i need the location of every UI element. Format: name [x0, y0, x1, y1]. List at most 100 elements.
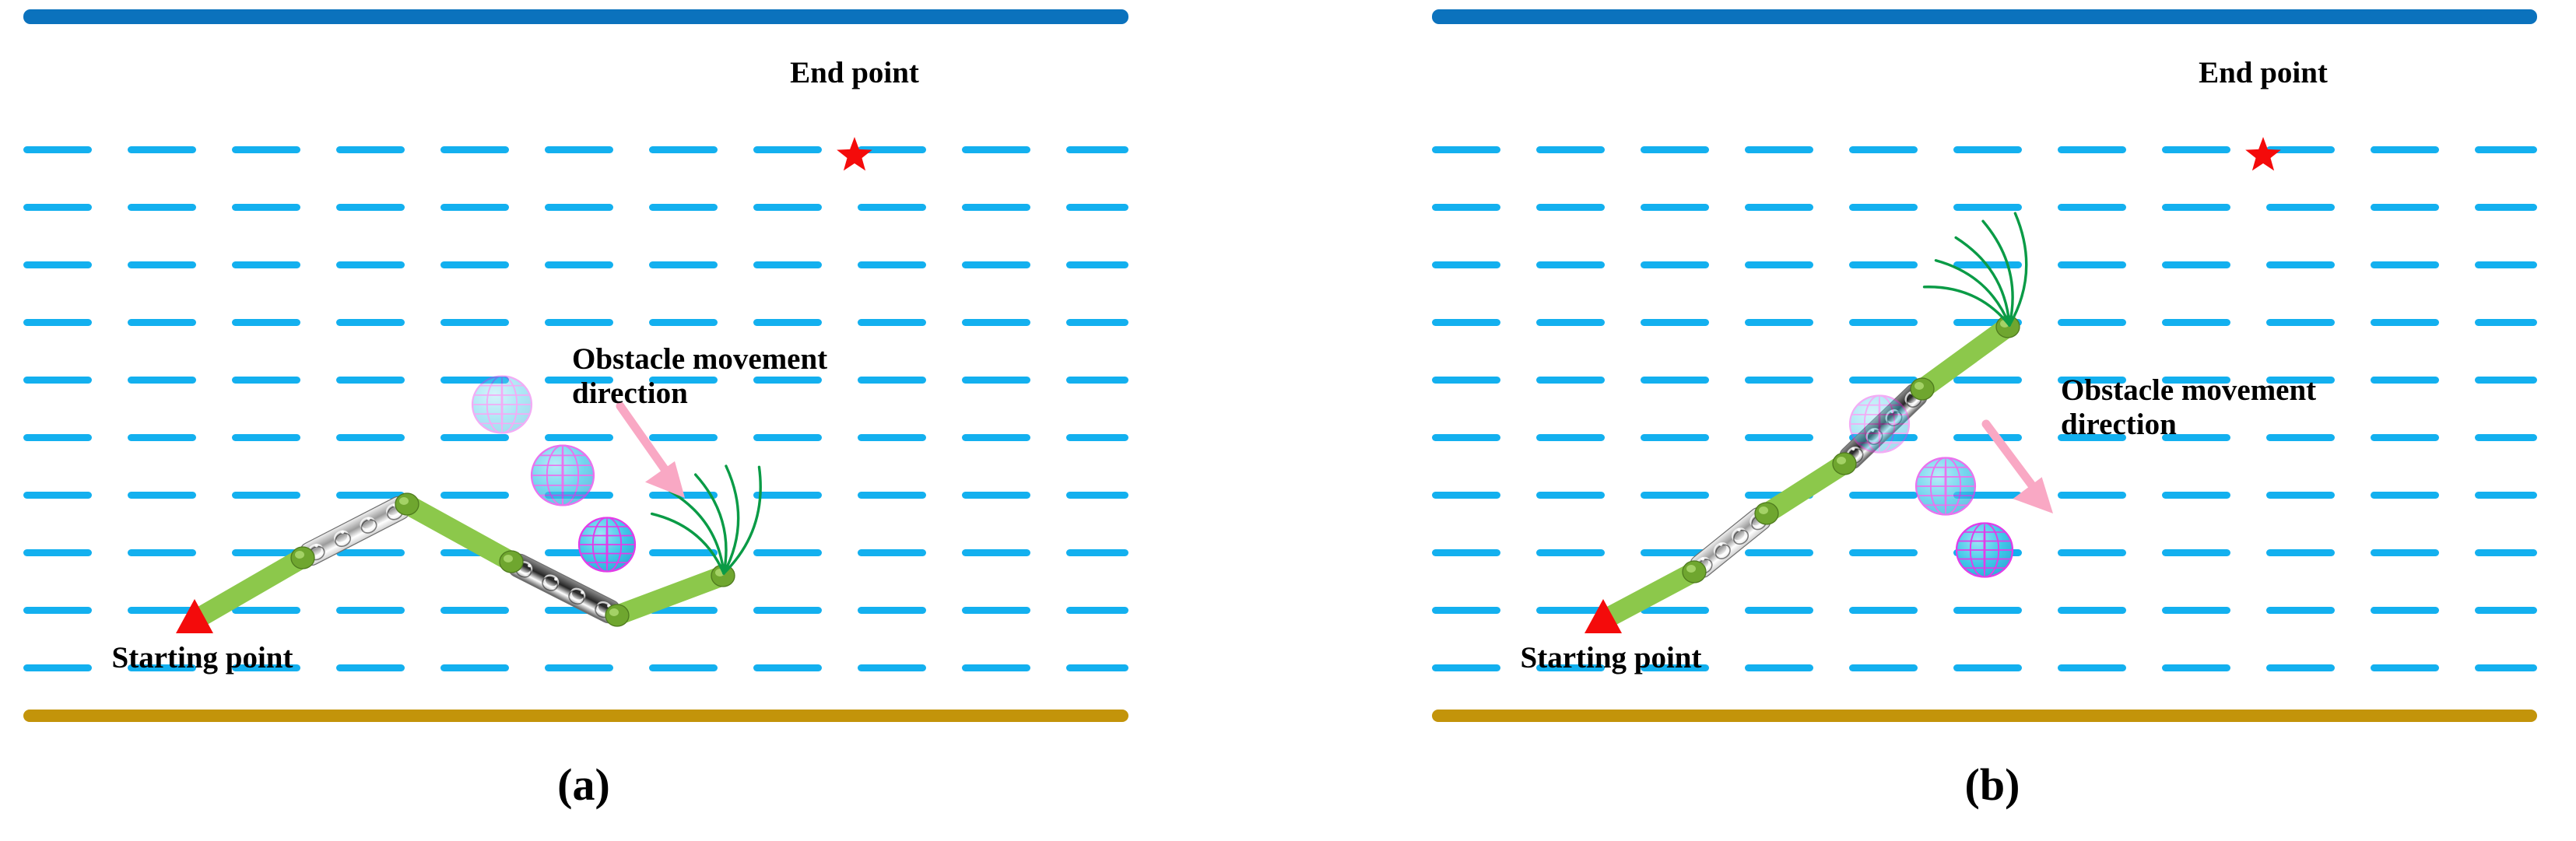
- dash-segment: [128, 261, 196, 268]
- arm-joint: [395, 492, 419, 516]
- dash-segment: [440, 607, 509, 614]
- dash-row: [23, 607, 1128, 614]
- obstacle-sphere: [530, 444, 595, 506]
- dash-segment: [1432, 377, 1500, 384]
- arm-link-green: [1917, 319, 2013, 397]
- dash-segment: [962, 549, 1030, 556]
- dash-segment: [2475, 204, 2537, 211]
- dash-segment: [1953, 377, 2022, 384]
- dash-row: [23, 319, 1128, 326]
- dash-segment: [753, 377, 822, 384]
- dash-segment: [336, 377, 405, 384]
- dash-segment: [1745, 146, 1813, 153]
- dash-segment: [753, 664, 822, 671]
- dash-segment: [128, 319, 196, 326]
- dash-segment: [232, 319, 300, 326]
- dash-segment: [1536, 377, 1605, 384]
- dash-segment: [2371, 492, 2439, 499]
- arm-joint: [1995, 315, 2020, 338]
- dash-segment: [336, 261, 405, 268]
- dash-segment: [753, 319, 822, 326]
- dash-segment: [2266, 607, 2335, 614]
- dash-segment: [649, 377, 718, 384]
- dash-segment: [2475, 261, 2537, 268]
- dash-segment: [2266, 434, 2335, 441]
- dash-segment: [1953, 607, 2022, 614]
- dash-segment: [2266, 377, 2335, 384]
- dash-segment: [545, 434, 613, 441]
- dash-segment: [1849, 319, 1918, 326]
- dash-segment: [962, 204, 1030, 211]
- whisker-sensor: [693, 473, 728, 575]
- whisker-sensor: [669, 489, 725, 575]
- dash-segment: [2162, 492, 2230, 499]
- dash-segment: [1066, 261, 1128, 268]
- dash-segment: [858, 261, 926, 268]
- dash-segment: [440, 377, 509, 384]
- dash-segment: [1849, 146, 1918, 153]
- dash-segment: [23, 664, 92, 671]
- dash-segment: [336, 549, 405, 556]
- dash-segment: [1432, 261, 1500, 268]
- dash-segment: [232, 607, 300, 614]
- dash-segment: [1641, 146, 1709, 153]
- panel-caption: (a): [557, 759, 610, 810]
- end-point-star-icon: [2245, 137, 2281, 171]
- dash-segment: [1432, 607, 1500, 614]
- arm-joint: [1682, 560, 1707, 583]
- dash-segment: [336, 434, 405, 441]
- arm-joint: [1754, 502, 1779, 525]
- arm-link-green: [614, 566, 726, 625]
- dash-segment: [1745, 607, 1813, 614]
- whisker-sensor: [1981, 219, 2014, 327]
- dash-segment: [1953, 434, 2022, 441]
- obstacle-sphere: [577, 517, 637, 573]
- dash-row: [1432, 204, 2537, 211]
- dash-segment: [1641, 607, 1709, 614]
- end-point-label: End point: [2199, 56, 2328, 89]
- dash-segment: [2475, 146, 2537, 153]
- dash-segment: [2162, 607, 2230, 614]
- dash-segment: [1066, 146, 1128, 153]
- dash-segment: [858, 492, 926, 499]
- dash-segment: [1745, 204, 1813, 211]
- obstacle-sphere: [471, 375, 533, 434]
- dash-segment: [440, 319, 509, 326]
- dash-segment: [2162, 549, 2230, 556]
- dash-segment: [753, 146, 822, 153]
- dash-segment: [232, 434, 300, 441]
- obstacle-direction-label: Obstacle movement direction: [2061, 373, 2317, 441]
- dash-segment: [962, 607, 1030, 614]
- dash-segment: [649, 319, 718, 326]
- dash-segment: [962, 492, 1030, 499]
- dash-segment: [232, 549, 300, 556]
- dash-segment: [1641, 204, 1709, 211]
- dash-segment: [1745, 664, 1813, 671]
- dash-segment: [128, 607, 196, 614]
- dash-segment: [1745, 377, 1813, 384]
- dash-segment: [1745, 319, 1813, 326]
- whisker-sensor: [722, 465, 762, 575]
- dash-segment: [2162, 434, 2230, 441]
- arm-joint: [499, 550, 524, 573]
- dash-row: [1432, 607, 2537, 614]
- dash-segment: [1641, 664, 1709, 671]
- dash-row: [23, 261, 1128, 268]
- start-point-label: Starting point: [111, 641, 293, 675]
- dash-segment: [2162, 377, 2230, 384]
- dash-segment: [753, 607, 822, 614]
- dash-row: [23, 204, 1128, 211]
- dash-segment: [1066, 492, 1128, 499]
- dash-segment: [232, 204, 300, 211]
- dash-segment: [1536, 664, 1605, 671]
- dash-segment: [649, 261, 718, 268]
- dash-segment: [545, 549, 613, 556]
- dash-segment: [1432, 492, 1500, 499]
- dash-segment: [545, 664, 613, 671]
- whisker-sensor: [1954, 236, 2011, 327]
- dash-segment: [1432, 146, 1500, 153]
- dash-segment: [1432, 549, 1500, 556]
- dash-segment: [1849, 377, 1918, 384]
- dash-segment: [962, 146, 1030, 153]
